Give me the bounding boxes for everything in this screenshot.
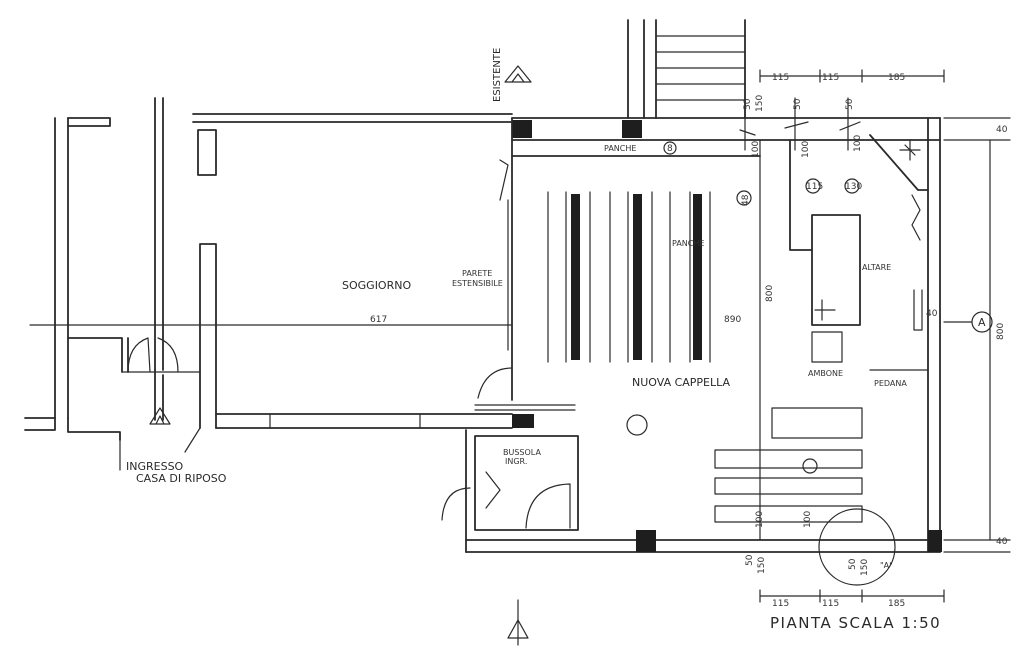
- circle-115-text: 115: [806, 182, 823, 192]
- casa-di-riposo-label: CASA DI RIPOSO: [136, 472, 227, 485]
- dim-890: 890: [724, 315, 741, 325]
- svg-text:ESISTENTE: ESISTENTE: [492, 48, 503, 102]
- dim-wall-top: 40: [996, 125, 1008, 135]
- dim-top-small-3: 50: [793, 98, 803, 110]
- pedana-label: PEDANA: [874, 379, 907, 388]
- soggiorno-label: SOGGIORNO: [342, 279, 411, 292]
- section-arrow-bottom: [507, 599, 529, 646]
- dimension-lines: [744, 69, 1011, 603]
- pews-lower: [714, 407, 863, 523]
- bussola-ingr-label: INGR.: [505, 457, 527, 466]
- dim-top-3: 185: [888, 73, 905, 83]
- circle-8: [663, 141, 677, 155]
- dim-800-right: 800: [996, 323, 1006, 340]
- detail-circle: [818, 508, 896, 586]
- dim-top-small-1: 50: [743, 98, 753, 110]
- altare-label: ALTARE: [862, 263, 891, 272]
- circle-115: [805, 178, 821, 194]
- dim-100-d: 100: [755, 511, 765, 528]
- existing-arrow: ESISTENTE: [492, 48, 532, 102]
- ambone-label: AMBONE: [808, 369, 843, 378]
- circle-8-text: 8: [667, 144, 673, 154]
- dim-top-small-4: 50: [845, 98, 855, 110]
- panche-label: PANCHE: [672, 239, 704, 248]
- dim-bottom-3: 185: [888, 599, 905, 609]
- circle-48: [736, 190, 752, 206]
- left-building-walls: [24, 97, 513, 471]
- estensibile-label: ESTENSIBILE: [452, 279, 503, 288]
- dim-bottom-1: 115: [772, 599, 789, 609]
- circle-130: [844, 178, 860, 194]
- ingresso-label: INGRESSO: [126, 460, 184, 473]
- dim-40-marker: 40: [926, 309, 938, 319]
- dim-top-1: 115: [772, 73, 789, 83]
- dim-bottom-small-1: 50: [745, 554, 755, 566]
- circle-48-text: 48: [741, 194, 751, 206]
- dim-top-2: 115: [822, 73, 839, 83]
- dim-bottom-small-3: 50: [848, 558, 858, 570]
- drawing-title: PIANTA SCALA 1:50: [770, 614, 941, 632]
- nuova-cappella-label: NUOVA CAPPELLA: [632, 376, 731, 389]
- parete-label: PARETE: [462, 269, 492, 278]
- dim-100-e: 100: [803, 511, 813, 528]
- svg-text:A: A: [978, 316, 986, 329]
- dim-wall-bottom: 40: [996, 537, 1008, 547]
- dim-617: 617: [370, 315, 387, 325]
- dim-top-small-2: 150: [755, 95, 765, 112]
- dim-bottom-small-2: 150: [757, 557, 767, 574]
- panche-small-label: PANCHE: [604, 144, 636, 153]
- bussola-label: BUSSOLA: [503, 448, 541, 457]
- dim-100-b: 100: [801, 141, 811, 158]
- compass-symbol: [626, 414, 648, 436]
- dim-bottom-2: 115: [822, 599, 839, 609]
- detail-a-label: "A": [880, 561, 893, 570]
- circle-130-text: 130: [845, 182, 862, 192]
- dim-100-c: 100: [853, 135, 863, 152]
- dim-800-left: 800: [765, 285, 775, 302]
- chapel-walls: [441, 19, 942, 553]
- pews-upper: [547, 191, 711, 363]
- dim-100-a: 100: [751, 141, 761, 158]
- section-marker-a: A: [943, 311, 993, 333]
- dim-bottom-small-4: 150: [860, 559, 870, 576]
